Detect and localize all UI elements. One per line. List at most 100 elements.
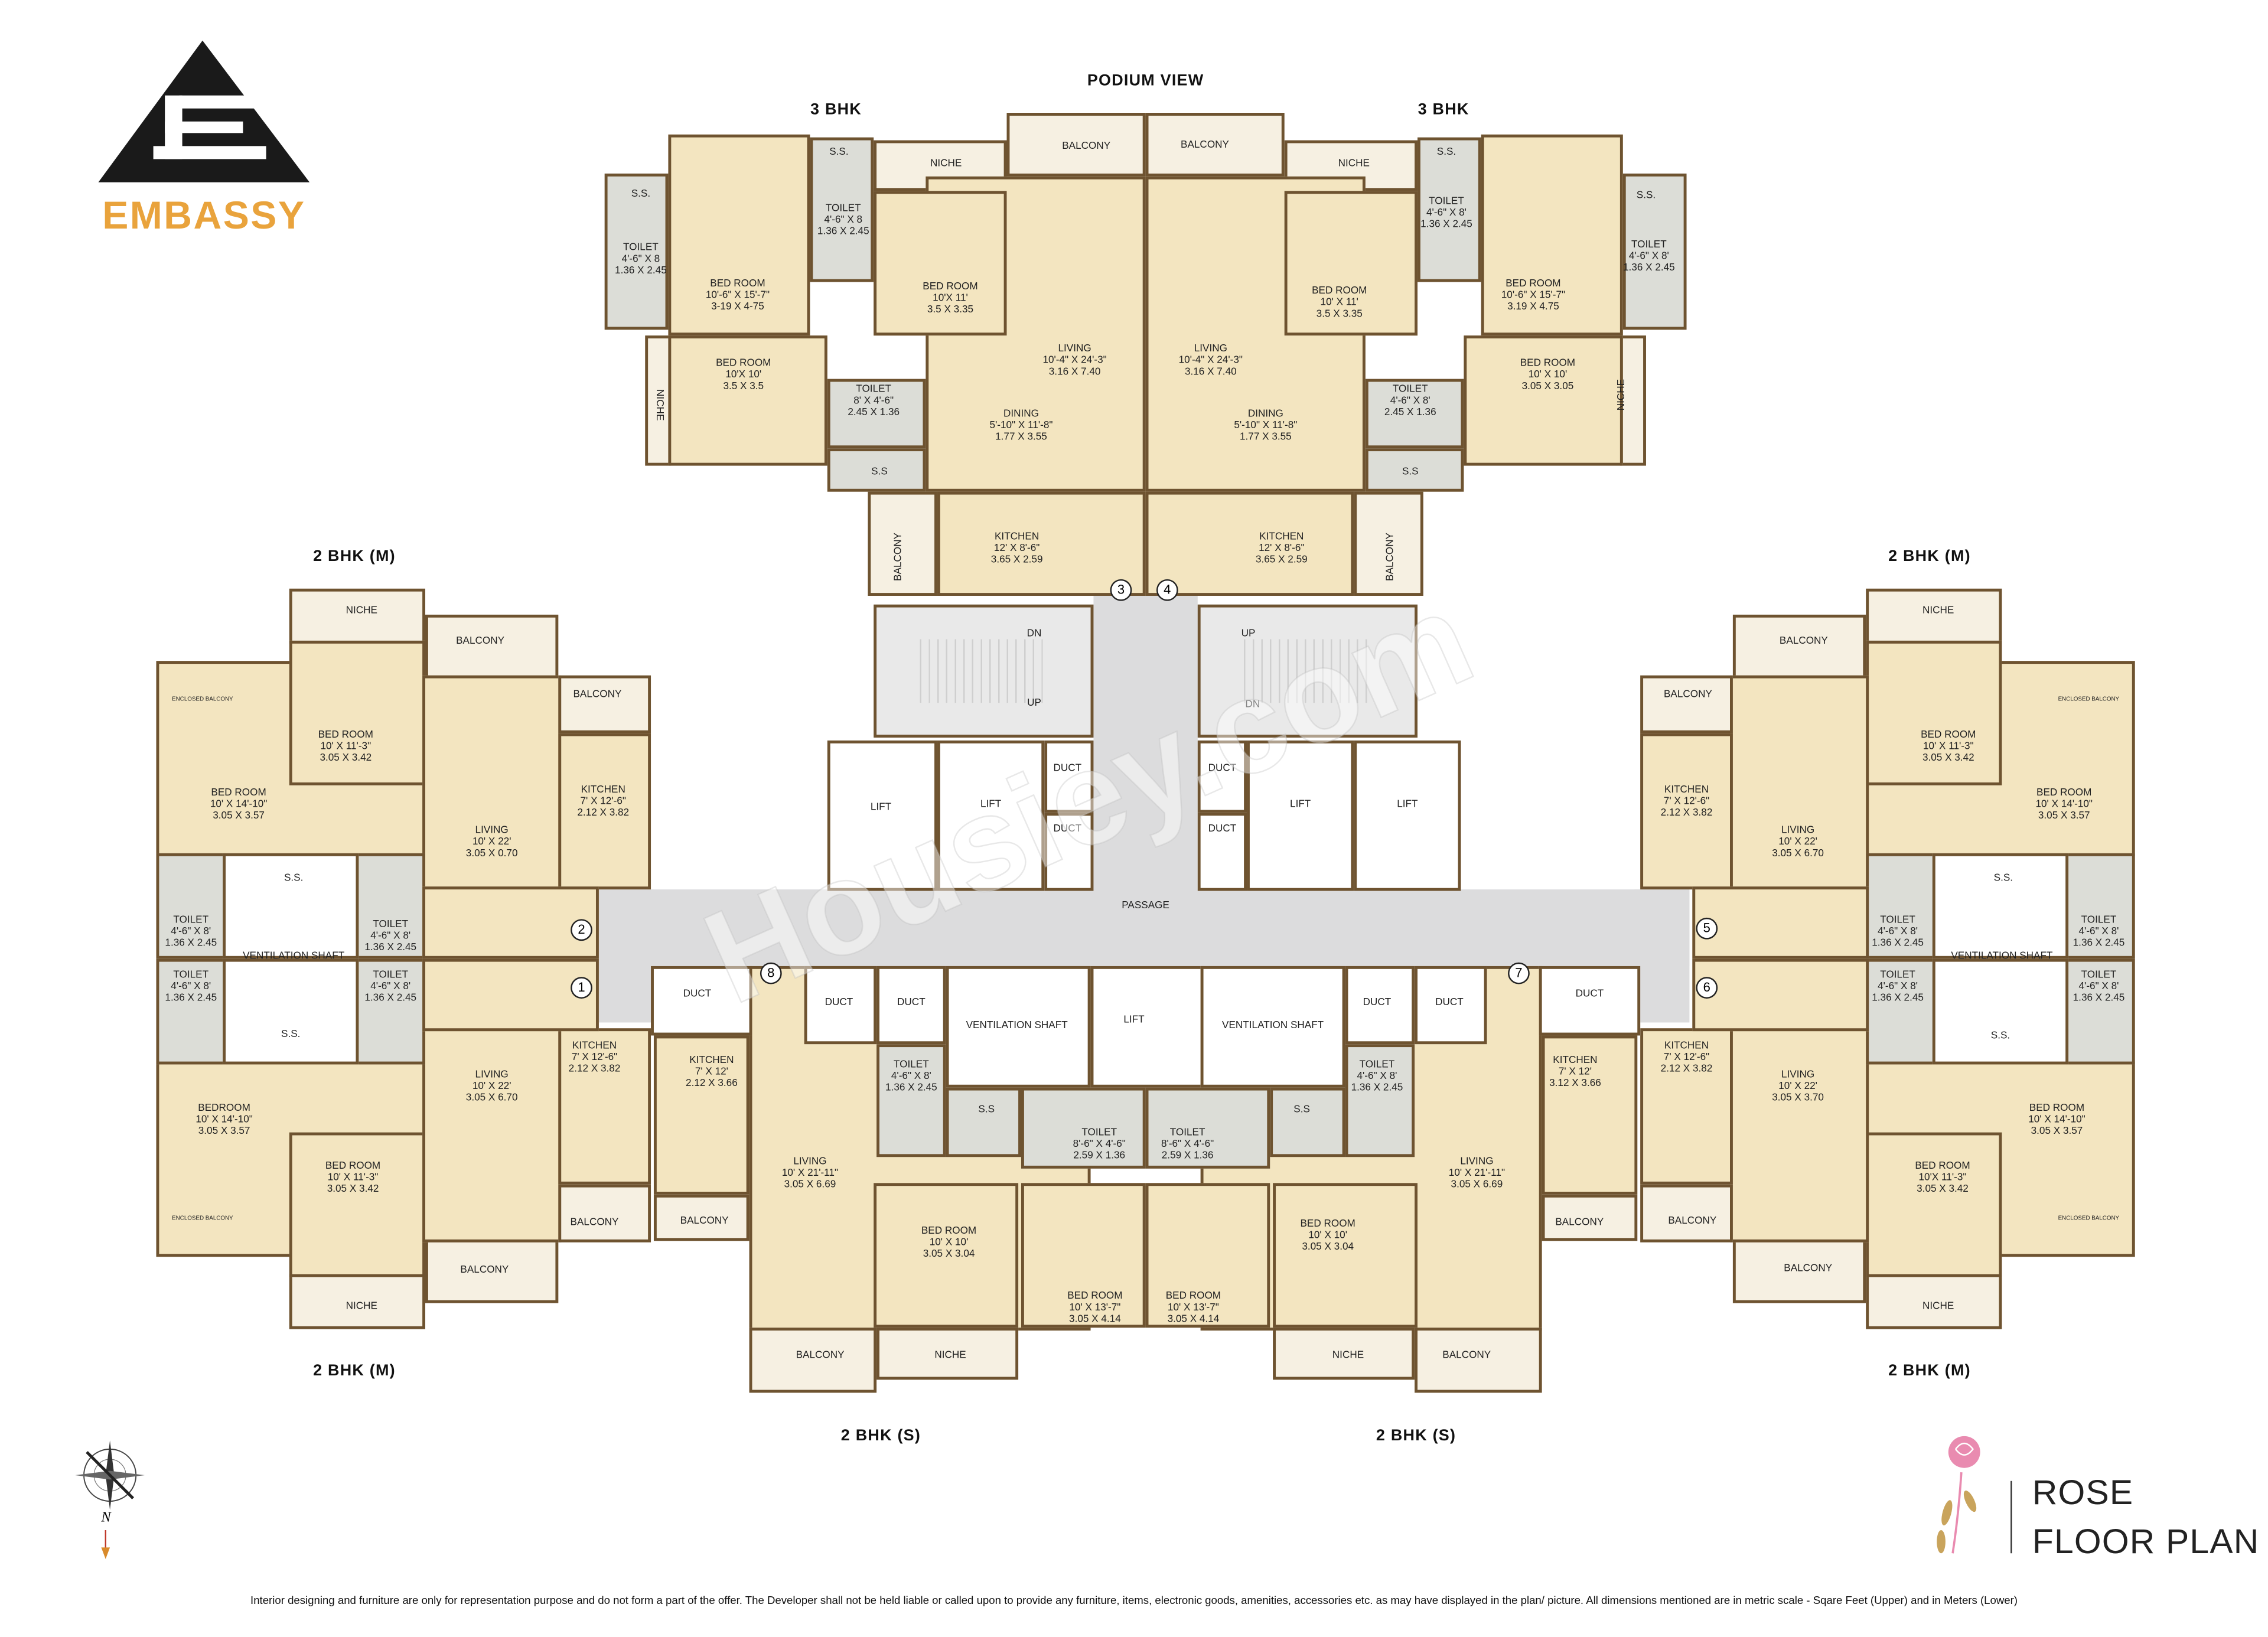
- unit-4-room: [1284, 191, 1418, 336]
- room-name: BED ROOM: [1165, 1291, 1221, 1302]
- room-label: NICHE: [652, 389, 664, 420]
- room-label: NICHE: [346, 1302, 377, 1313]
- room-name: S.S.: [1636, 191, 1656, 201]
- room-dimension-feet: 10'-4" X 24'-3": [1042, 356, 1107, 366]
- room-label: S.S.: [1991, 1031, 2010, 1043]
- unit-8-room: [876, 966, 946, 1045]
- room-dimension-meters: 3.05 X 3.05: [1521, 381, 1574, 392]
- room-dimension-feet: 8'-6" X 4'-6": [1161, 1139, 1214, 1150]
- unit-8-room: [946, 1087, 1021, 1157]
- rose-icon: [1937, 1436, 1980, 1554]
- room-name: BED ROOM: [1915, 1161, 1970, 1172]
- room-label: S.S.: [1437, 148, 1456, 159]
- room-name: TOILET: [1429, 197, 1464, 207]
- unit-6-room: [1692, 958, 1869, 1032]
- room-name: BED ROOM: [2036, 788, 2092, 798]
- room-label: LIFT: [1123, 1015, 1144, 1027]
- room-name: TOILET: [1631, 240, 1667, 250]
- room-name: BALCONY: [460, 1265, 509, 1276]
- room-dimension-feet: 7' X 12': [1558, 1067, 1592, 1078]
- unit-5-room: [2065, 853, 2135, 959]
- room-name: NICHE: [1922, 1302, 1954, 1312]
- unit-3-room: [827, 379, 926, 449]
- room-dimension-meters: 3.12 X 3.66: [1549, 1078, 1601, 1090]
- room-label: ENCLOSED BALCONY: [2058, 1214, 2119, 1221]
- plan-title-line1: ROSE: [2032, 1473, 2134, 1513]
- room-name: DUCT: [1053, 764, 1082, 774]
- room-dimension-feet: 10' X 14'-10": [195, 1115, 253, 1126]
- unit-7-room: [1415, 1328, 1542, 1393]
- room-name: BALCONY: [573, 690, 622, 700]
- room-dimension-meters: 3.05 X 4.14: [1069, 1315, 1121, 1325]
- room-dimension-feet: 10'X 11': [933, 294, 968, 304]
- unit-title: 2 BHK (M): [313, 548, 396, 566]
- room-dimension-feet: 10' X 13'-7": [1069, 1303, 1121, 1313]
- room-name: DUCT: [1435, 997, 1464, 1008]
- room-dimension-meters: 3.05 X 3.70: [1772, 1093, 1824, 1104]
- room-name: VENTILATION SHAFT: [1951, 951, 2053, 962]
- room-dimension-feet: 4'-6" X 8': [1878, 981, 1918, 993]
- brand-name: EMBASSY: [102, 194, 306, 237]
- unit-6-room: [1640, 1184, 1733, 1243]
- unit-5-room: [1640, 675, 1733, 733]
- room-dimension-feet: 10' X 14'-10": [210, 800, 268, 810]
- room-name: S.S: [871, 467, 888, 478]
- room-label: LIFT: [1397, 800, 1418, 811]
- room-name: TOILET: [1081, 1128, 1117, 1139]
- room-label: DUCT: [683, 989, 712, 1001]
- room-name: BED ROOM: [1921, 730, 1976, 741]
- unit-7-room: [1539, 966, 1641, 1036]
- room-name: NICHE: [1617, 379, 1628, 411]
- room-name: BED ROOM: [921, 1226, 977, 1237]
- room-name: BED ROOM: [1506, 279, 1561, 289]
- room-label: S.S.: [1637, 191, 1656, 203]
- room-dimension-meters: 3.05 X 3.42: [327, 1184, 379, 1195]
- room-name: DUCT: [825, 997, 853, 1008]
- room-label: LIFT: [871, 803, 891, 814]
- unit-4-room: [1365, 379, 1464, 449]
- room-dimension-feet: 7' X 12'-6": [571, 1052, 618, 1064]
- room-label: BALCONY: [680, 1217, 729, 1228]
- unit-4-room: [1145, 113, 1285, 177]
- unit-1-room: [558, 1184, 651, 1243]
- room-name: BED ROOM: [1520, 358, 1576, 369]
- room-dimension-feet: 4'-6" X 8': [370, 931, 411, 942]
- room-name: NICHE: [934, 1351, 966, 1361]
- room-label: DUCT: [1208, 764, 1237, 775]
- room-name: S.S.: [1993, 873, 2013, 884]
- room-label: S.S.: [284, 873, 303, 885]
- room-name: S.S: [1402, 467, 1419, 478]
- room-dimension-meters: 1.36 X 2.45: [1351, 1083, 1403, 1094]
- room-name: BALCONY: [456, 636, 505, 647]
- room-dimension-meters: 3.5 X 3.5: [723, 381, 764, 392]
- room-name: S.S.: [281, 1029, 301, 1040]
- room-name: DUCT: [1363, 997, 1392, 1008]
- room-dimension-feet: 10'X 11'-3": [1918, 1173, 1967, 1183]
- room-name: LIVING: [1058, 344, 1091, 355]
- room-name: BALCONY: [1386, 532, 1396, 581]
- room-label: ENCLOSED BALCONY: [172, 1214, 233, 1221]
- unit-3-room: [810, 137, 874, 282]
- room-name: BED ROOM: [211, 788, 266, 798]
- room-dimension-meters: 3.05 X 3.04: [923, 1249, 975, 1260]
- unit-title: 2 BHK (M): [313, 1362, 396, 1380]
- room-dimension-meters: 2.12 X 3.82: [1660, 808, 1713, 819]
- room-dimension-meters: 2.59 X 1.36: [1161, 1151, 1214, 1162]
- room-dimension-meters: 1.36 X 2.45: [364, 993, 417, 1004]
- room-dimension-meters: 1.36 X 2.45: [165, 993, 217, 1004]
- core-area: [827, 740, 937, 891]
- room-dimension-meters: 2.12 X 3.82: [568, 1064, 621, 1075]
- room-name: LIFT: [980, 800, 1002, 810]
- core-area: [1197, 604, 1418, 738]
